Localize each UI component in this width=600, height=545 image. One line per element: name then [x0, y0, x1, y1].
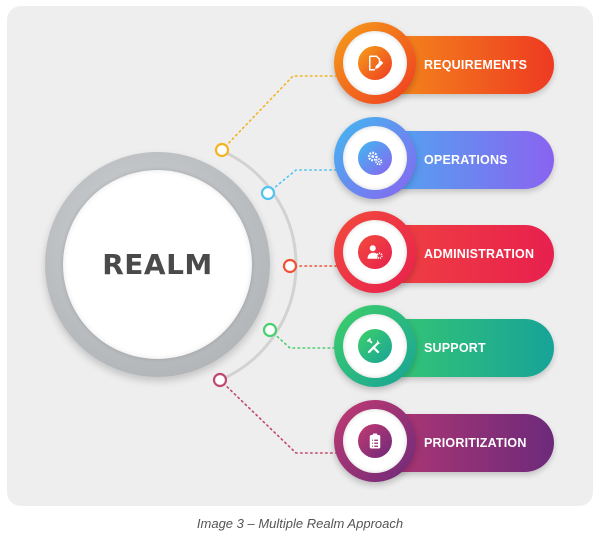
- connector-prioritization: [219, 379, 341, 454]
- pill-requirements: REQUIREMENTS: [334, 22, 554, 104]
- icon-ring: [334, 22, 416, 104]
- pill-label-operations: OPERATIONS: [424, 153, 508, 167]
- clipboard-list-icon: [358, 424, 392, 458]
- pill-label-requirements: REQUIREMENTS: [424, 58, 528, 72]
- pill-support: SUPPORT: [334, 305, 554, 387]
- node-prioritization: [212, 372, 228, 388]
- node-requirements: [214, 142, 230, 158]
- hub-circle: REALM: [63, 170, 252, 359]
- pill-operations: OPERATIONS: [334, 117, 554, 199]
- icon-ring: [334, 400, 416, 482]
- edit-document-icon: [358, 46, 392, 80]
- connector-support: [269, 329, 341, 349]
- gears-icon: [358, 141, 392, 175]
- pill-label-prioritization: PRIORITIZATION: [424, 436, 527, 450]
- pill-prioritization: PRIORITIZATION: [334, 400, 554, 482]
- icon-ring: [334, 211, 416, 293]
- node-operations: [260, 185, 276, 201]
- pill-administration: ADMINISTRATION: [334, 211, 554, 293]
- tools-icon: [358, 329, 392, 363]
- pill-label-administration: ADMINISTRATION: [424, 247, 535, 261]
- user-settings-icon: [358, 235, 392, 269]
- icon-ring: [334, 305, 416, 387]
- connector-operations: [267, 169, 341, 194]
- node-administration: [282, 258, 298, 274]
- hub-label: REALM: [102, 248, 213, 281]
- connector-requirements: [221, 75, 341, 151]
- node-support: [262, 322, 278, 338]
- pill-label-support: SUPPORT: [424, 341, 486, 355]
- icon-ring: [334, 117, 416, 199]
- figure-caption: Image 3 – Multiple Realm Approach: [196, 516, 404, 531]
